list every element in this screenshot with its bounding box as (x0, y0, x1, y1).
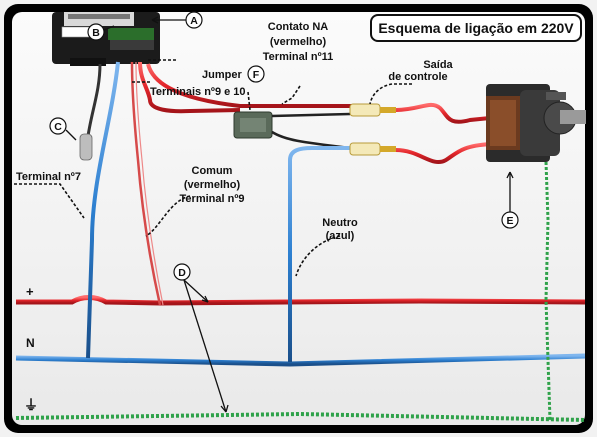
marker-c: C (49, 117, 67, 135)
label-jumper-terminais: Terminais nº9 e 10 (150, 86, 246, 98)
jumper-wire (138, 61, 241, 114)
label-comum: Comum (192, 165, 233, 177)
connectors (349, 103, 396, 156)
marker-b: B (87, 23, 105, 41)
label-contato-na-terminal: Terminal nº11 (263, 51, 333, 63)
label-comum-cor: (vermelho) (184, 179, 241, 191)
neutral-wire (15, 353, 586, 367)
na-contact-wire (146, 63, 360, 108)
label-saida: Saída (423, 59, 453, 71)
callout-lines (14, 59, 412, 277)
marker-d: D (173, 263, 191, 281)
neutral-motor-wire (288, 146, 350, 362)
svg-text:C: C (54, 121, 62, 133)
capacitor-block (233, 111, 351, 150)
label-terminal7: Terminal nº7 (16, 171, 81, 183)
svg-text:E: E (506, 215, 513, 227)
motor-ground-wire (544, 161, 552, 421)
label-comum-terminal: Terminal nº9 (180, 193, 245, 205)
marker-a: A (185, 11, 203, 29)
svg-text:A: A (190, 15, 198, 27)
label-neutro: Neutro (322, 217, 358, 229)
common-wire (130, 61, 162, 306)
ground-wire (15, 411, 586, 422)
label-contato-na: Contato NA (268, 21, 329, 33)
motor (486, 84, 586, 162)
terminal7-wire (86, 61, 120, 359)
label-n: N (26, 336, 35, 350)
controller-device (52, 12, 160, 66)
label-ground: ⏚ (24, 397, 38, 413)
label-saida-2: de controle (388, 71, 447, 83)
svg-text:F: F (253, 69, 260, 81)
marker-f: F (247, 65, 265, 83)
diagram-title: Esquema de ligação em 220V (370, 14, 582, 42)
phase-wire (16, 295, 586, 306)
svg-text:D: D (178, 267, 186, 279)
temperature-sensor (79, 63, 102, 161)
label-neutro-cor: (azul) (326, 230, 355, 242)
marker-e: E (501, 211, 519, 229)
label-contato-na-cor: (vermelho) (270, 36, 327, 48)
label-plus: + (26, 284, 34, 299)
arrow-lines (65, 16, 514, 413)
label-jumper: Jumper (202, 69, 242, 81)
svg-text:B: B (92, 27, 100, 39)
